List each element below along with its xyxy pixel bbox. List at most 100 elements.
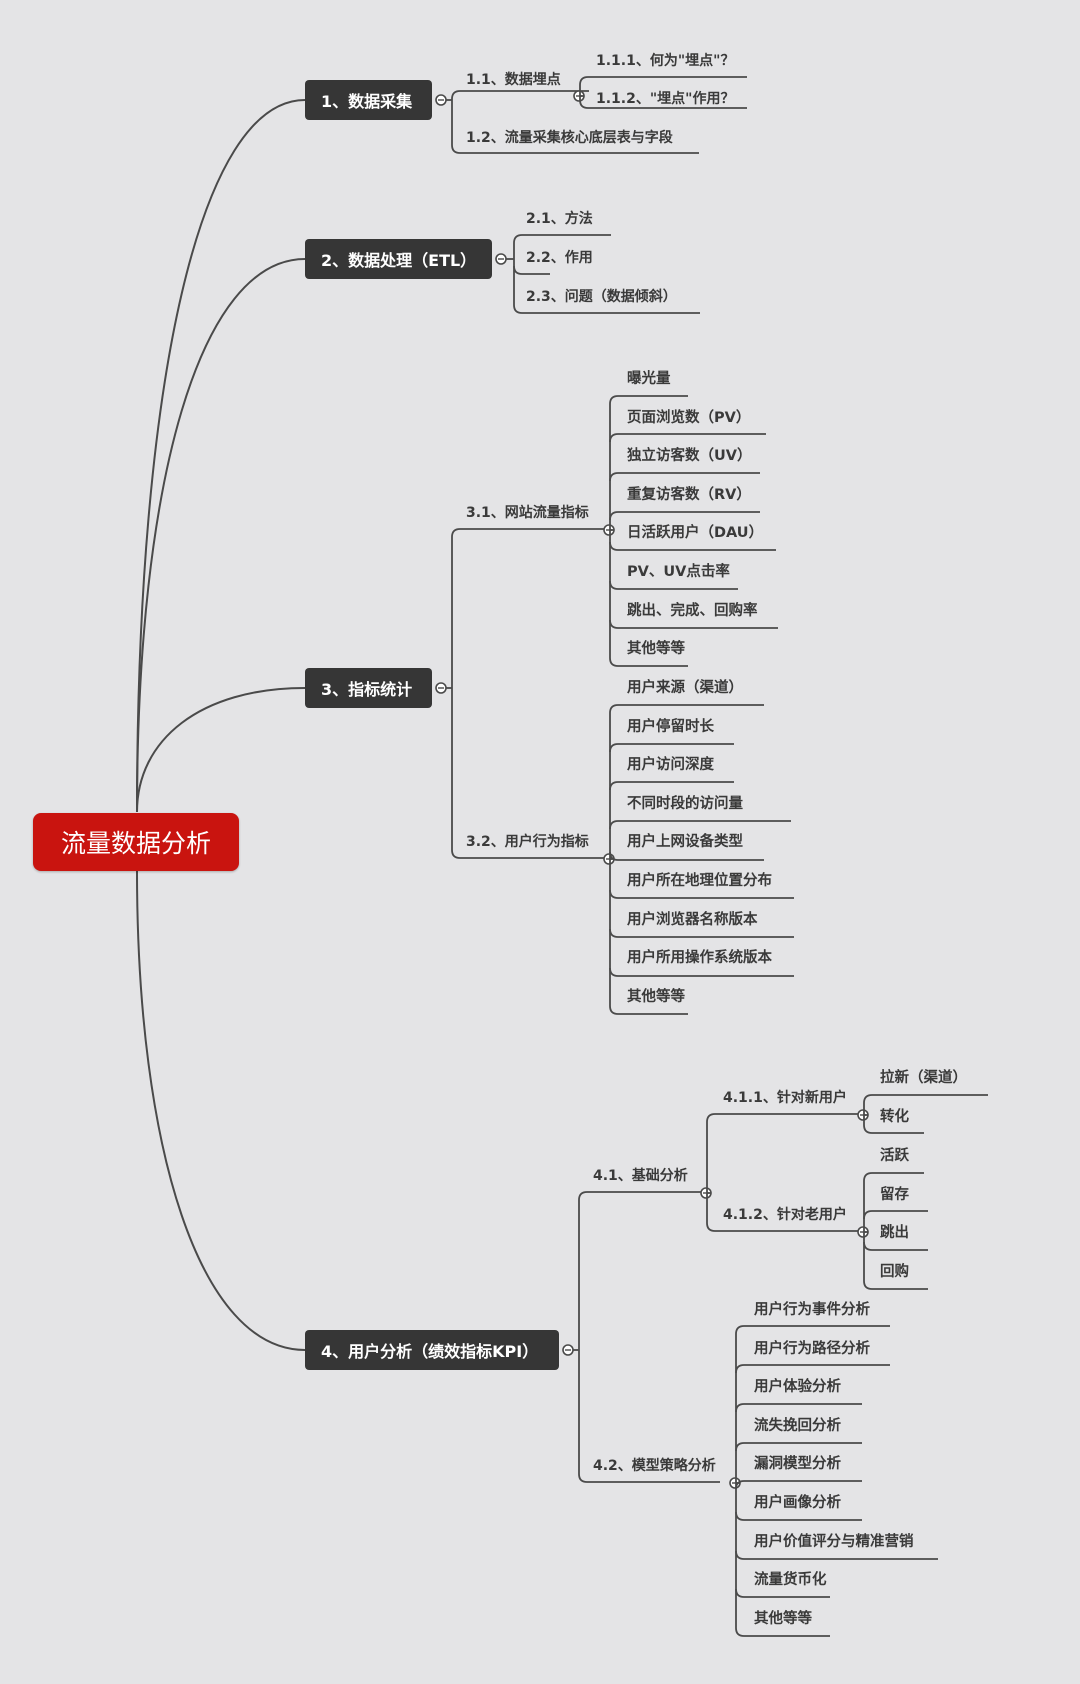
model-strategy-item[interactable]: 用户画像分析 — [754, 1495, 841, 1511]
connector-line — [451, 90, 589, 100]
connector-line — [609, 851, 764, 861]
metric-3-1-item[interactable]: PV、UV点击率 — [627, 564, 730, 580]
connector-line — [513, 304, 700, 314]
connector-line — [609, 704, 764, 714]
metric-3-1-item[interactable]: 日活跃用户（DAU） — [627, 525, 764, 542]
connector-line — [609, 1005, 688, 1015]
connector-line — [735, 1364, 890, 1374]
connector-line — [863, 1172, 924, 1182]
connector-line — [609, 657, 688, 667]
node-1-1[interactable]: 1.1、数据埋点 — [466, 72, 561, 88]
node-4-1[interactable]: 4.1、基础分析 — [593, 1168, 688, 1184]
metric-3-1-item[interactable]: 页面浏览数（PV） — [627, 409, 751, 426]
connector-line — [863, 1280, 928, 1290]
connector-line — [609, 433, 766, 443]
connector-line — [136, 258, 306, 813]
metric-3-2-item[interactable]: 用户访问深度 — [627, 757, 714, 774]
connector-line — [735, 1627, 830, 1637]
metric-3-2-item[interactable]: 不同时段的访问量 — [627, 795, 743, 812]
node-1-1-1[interactable]: 1.1.1、何为"埋点"？ — [596, 53, 735, 69]
new-user-item[interactable]: 转化 — [880, 1108, 909, 1125]
metric-3-2-item[interactable]: 用户上网设备类型 — [627, 834, 743, 851]
model-strategy-item[interactable]: 其他等等 — [754, 1610, 812, 1627]
node-4-2[interactable]: 4.2、模型策略分析 — [593, 1458, 716, 1474]
connector-line — [609, 928, 794, 938]
node-2-2[interactable]: 2.2、作用 — [526, 250, 593, 266]
model-strategy-item[interactable]: 漏洞模型分析 — [754, 1456, 841, 1473]
node-3-1[interactable]: 3.1、网站流量指标 — [466, 505, 589, 521]
metric-3-1-item[interactable]: 独立访客数（UV） — [627, 448, 752, 465]
metric-3-1-item[interactable]: 曝光量 — [627, 371, 671, 387]
model-strategy-item[interactable]: 用户价值评分与精准营销 — [754, 1533, 914, 1550]
connector-line — [735, 1325, 890, 1335]
node-4-1-2[interactable]: 4.1.2、针对老用户 — [723, 1207, 847, 1223]
connector-line — [735, 1442, 862, 1452]
metric-3-2-item[interactable]: 用户停留时长 — [627, 718, 714, 735]
branch-data-collection[interactable]: 1、数据采集 — [305, 80, 432, 120]
metric-3-1-item[interactable]: 重复访客数（RV） — [627, 486, 751, 503]
model-strategy-item[interactable]: 用户行为事件分析 — [754, 1302, 870, 1318]
connector-line — [735, 1550, 938, 1560]
connector-line — [609, 781, 734, 791]
connector-line — [735, 1588, 830, 1598]
branch-data-processing[interactable]: 2、数据处理（ETL） — [305, 239, 492, 279]
connector-line — [451, 849, 606, 859]
metric-3-2-item[interactable]: 用户所用操作系统版本 — [627, 950, 772, 967]
node-3-2[interactable]: 3.2、用户行为指标 — [466, 834, 589, 850]
connector-line — [609, 967, 794, 977]
connector-line — [513, 234, 611, 244]
connector-line — [863, 1210, 928, 1220]
connector-line — [136, 687, 306, 813]
old-user-item[interactable]: 跳出 — [880, 1225, 909, 1242]
model-strategy-item[interactable]: 流失挽回分析 — [754, 1417, 841, 1434]
metric-3-2-item[interactable]: 其他等等 — [627, 988, 685, 1005]
connector-line — [609, 511, 760, 521]
connector-line — [609, 889, 794, 899]
metric-3-2-item[interactable]: 用户浏览器名称版本 — [627, 911, 758, 928]
connector-line — [609, 472, 760, 482]
node-2-1[interactable]: 2.1、方法 — [526, 211, 593, 227]
new-user-item[interactable]: 拉新（渠道） — [880, 1070, 967, 1086]
connector-line — [609, 743, 734, 753]
connector-line — [735, 1511, 862, 1521]
connector-line — [451, 144, 699, 154]
metric-3-2-item[interactable]: 用户所在地理位置分布 — [627, 873, 772, 889]
connector-line — [579, 99, 747, 109]
connector-line — [863, 1094, 988, 1104]
branch-user-analysis[interactable]: 4、用户分析（绩效指标KPI） — [305, 1330, 559, 1370]
connector-line — [609, 820, 791, 830]
model-strategy-item[interactable]: 用户体验分析 — [754, 1379, 841, 1396]
connector-line — [579, 76, 747, 86]
connector-line — [706, 1222, 864, 1232]
model-strategy-item[interactable]: 流量货币化 — [754, 1572, 827, 1589]
node-1-1-2[interactable]: 1.1.2、"埋点"作用？ — [596, 91, 735, 107]
connector-line — [451, 528, 606, 538]
branch-metrics[interactable]: 3、指标统计 — [305, 668, 432, 708]
node-4-1-1[interactable]: 4.1.1、针对新用户 — [723, 1090, 847, 1106]
node-1-2[interactable]: 1.2、流量采集核心底层表与字段 — [466, 130, 673, 146]
connector-line — [578, 1191, 706, 1201]
old-user-item[interactable]: 留存 — [880, 1186, 909, 1203]
old-user-item[interactable]: 活跃 — [880, 1148, 909, 1164]
old-user-item[interactable]: 回购 — [880, 1263, 909, 1280]
connector-line — [609, 619, 778, 629]
metric-3-1-item[interactable]: 其他等等 — [627, 641, 685, 658]
connector-line — [863, 1241, 928, 1251]
metric-3-2-item[interactable]: 用户来源（渠道） — [627, 680, 743, 696]
connector-line — [706, 1113, 864, 1123]
connector-line — [136, 870, 306, 1351]
root-node[interactable]: 流量数据分析 — [33, 813, 239, 871]
connector-line — [735, 1403, 862, 1413]
connector-line — [578, 1473, 720, 1483]
connector-line — [609, 580, 738, 590]
model-strategy-item[interactable]: 用户行为路径分析 — [754, 1340, 870, 1357]
node-2-3[interactable]: 2.3、问题（数据倾斜） — [526, 289, 677, 305]
connector-line — [863, 1124, 924, 1134]
connector-line — [609, 541, 776, 551]
connector-line — [735, 1480, 862, 1490]
connector-line — [513, 265, 550, 275]
metric-3-1-item[interactable]: 跳出、完成、回购率 — [627, 602, 758, 619]
connector-line — [609, 395, 688, 405]
